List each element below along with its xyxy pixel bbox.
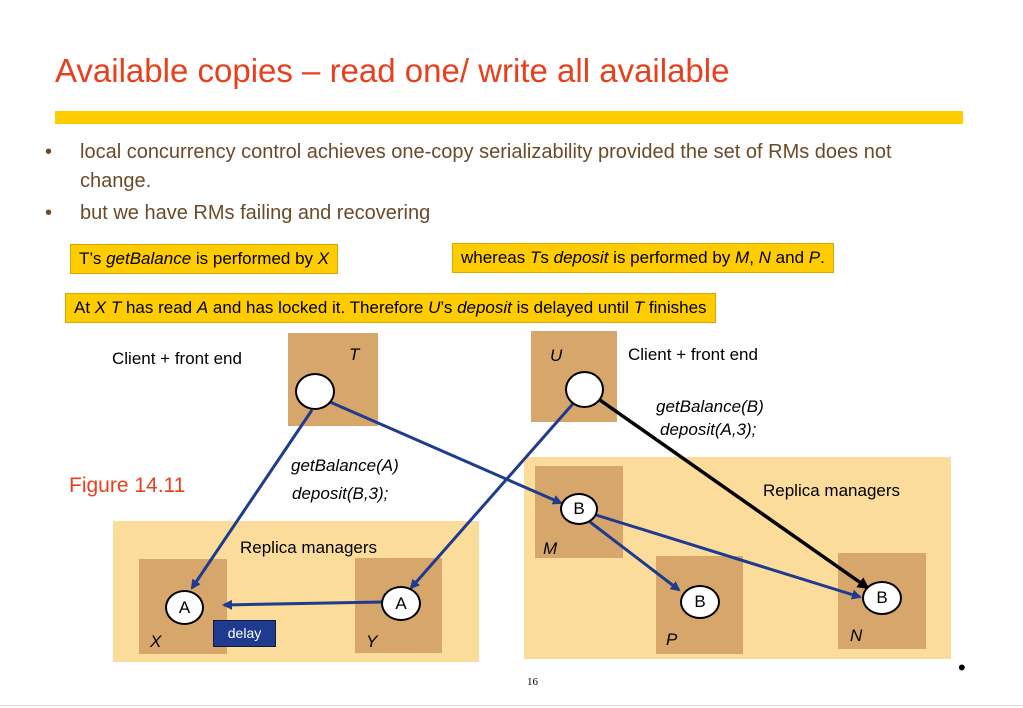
callout-t-getbalance: T’s getBalance is performed by X (70, 244, 339, 274)
callout-text: is performed by (608, 248, 736, 267)
callout-text: s (540, 248, 554, 267)
arrow-u-to-n (595, 396, 870, 590)
callout-text: , (749, 248, 759, 267)
replica-b-at-p: B (680, 585, 720, 619)
callout-text: and (770, 248, 809, 267)
client-u-name: U (550, 346, 563, 365)
bullet-text: but we have RMs failing and recovering (80, 202, 431, 224)
t-operation-deposit: deposit(B,3); (292, 484, 389, 503)
arrow-m-to-p (589, 520, 681, 592)
callout-text: X T (94, 298, 122, 317)
page-number: 16 (527, 676, 538, 688)
callout-text: T’s (79, 249, 107, 268)
callout-text: and has locked it. Therefore (208, 298, 429, 317)
arrow-m-to-n (595, 513, 862, 600)
delay-label: delay (213, 620, 276, 647)
rm-x-name: X (150, 632, 162, 651)
client-t-label: Client + front end (112, 349, 242, 368)
arrow-t-to-m (329, 400, 563, 505)
callout-text: T (633, 298, 645, 317)
client-u-node (565, 371, 604, 408)
arrow-y-to-x-delayed (222, 599, 384, 610)
footer-divider (0, 705, 1023, 706)
callout-text: T (529, 248, 541, 267)
replica-b-at-n: B (862, 581, 902, 615)
title-underline-bar (55, 111, 963, 124)
callout-text: U (428, 298, 441, 317)
callout-text: A (196, 298, 209, 317)
callout-text: has read (121, 298, 197, 317)
callout-text: deposit (457, 298, 512, 317)
bullet-item: • local concurrency control achieves one… (45, 138, 965, 198)
callout-text: deposit (553, 248, 609, 267)
client-t-name: T (349, 345, 360, 364)
replica-a-at-x: A (165, 590, 204, 625)
callout-text: . (820, 248, 825, 267)
bullet-item: • but we have RMs failing and recovering (45, 199, 965, 229)
callout-text: P (808, 248, 821, 267)
rm-m-name: M (543, 539, 558, 558)
callout-text: is performed by (191, 249, 318, 268)
u-operation-deposit: deposit(A,3); (660, 420, 757, 439)
slide-title: Available copies – read one/ write all a… (55, 52, 730, 89)
callout-text: X (317, 249, 330, 268)
replica-b-at-m: B (560, 493, 598, 525)
client-t-node (295, 373, 335, 410)
callout-text: ’s (440, 298, 458, 317)
t-operation-getbalance: getBalance(A) (291, 456, 399, 475)
arrow-t-to-x (190, 409, 314, 590)
callout-text: At (74, 298, 95, 317)
callout-text: N (758, 248, 771, 267)
callout-text: is delayed until (511, 298, 634, 317)
rm-n-name: N (850, 626, 863, 645)
bullet-marker: • (45, 202, 53, 224)
replica-a-at-y: A (381, 586, 421, 621)
rm-p-name: P (666, 630, 678, 649)
client-u-label: Client + front end (628, 345, 758, 364)
replica-managers-label-right: Replica managers (763, 481, 901, 500)
callout-text: getBalance (106, 249, 192, 268)
bullet-marker: • (45, 141, 53, 163)
figure-label: Figure 14.11 (69, 474, 186, 497)
callout-text: whereas (461, 248, 530, 267)
rm-y-name: Y (366, 632, 378, 651)
corner-dot: • (958, 655, 966, 680)
callout-text: finishes (644, 298, 707, 317)
bullet-text: local concurrency control achieves one-c… (80, 141, 892, 192)
callout-ts-deposit: whereas Ts deposit is performed by M, N … (452, 243, 834, 273)
callout-text: M (735, 248, 750, 267)
u-operation-getbalance: getBalance(B) (656, 397, 764, 416)
callout-lock-note: At X T has read A and has locked it. The… (65, 293, 716, 323)
arrow-u-to-y (409, 397, 580, 590)
replica-managers-label-left: Replica managers (240, 538, 378, 557)
